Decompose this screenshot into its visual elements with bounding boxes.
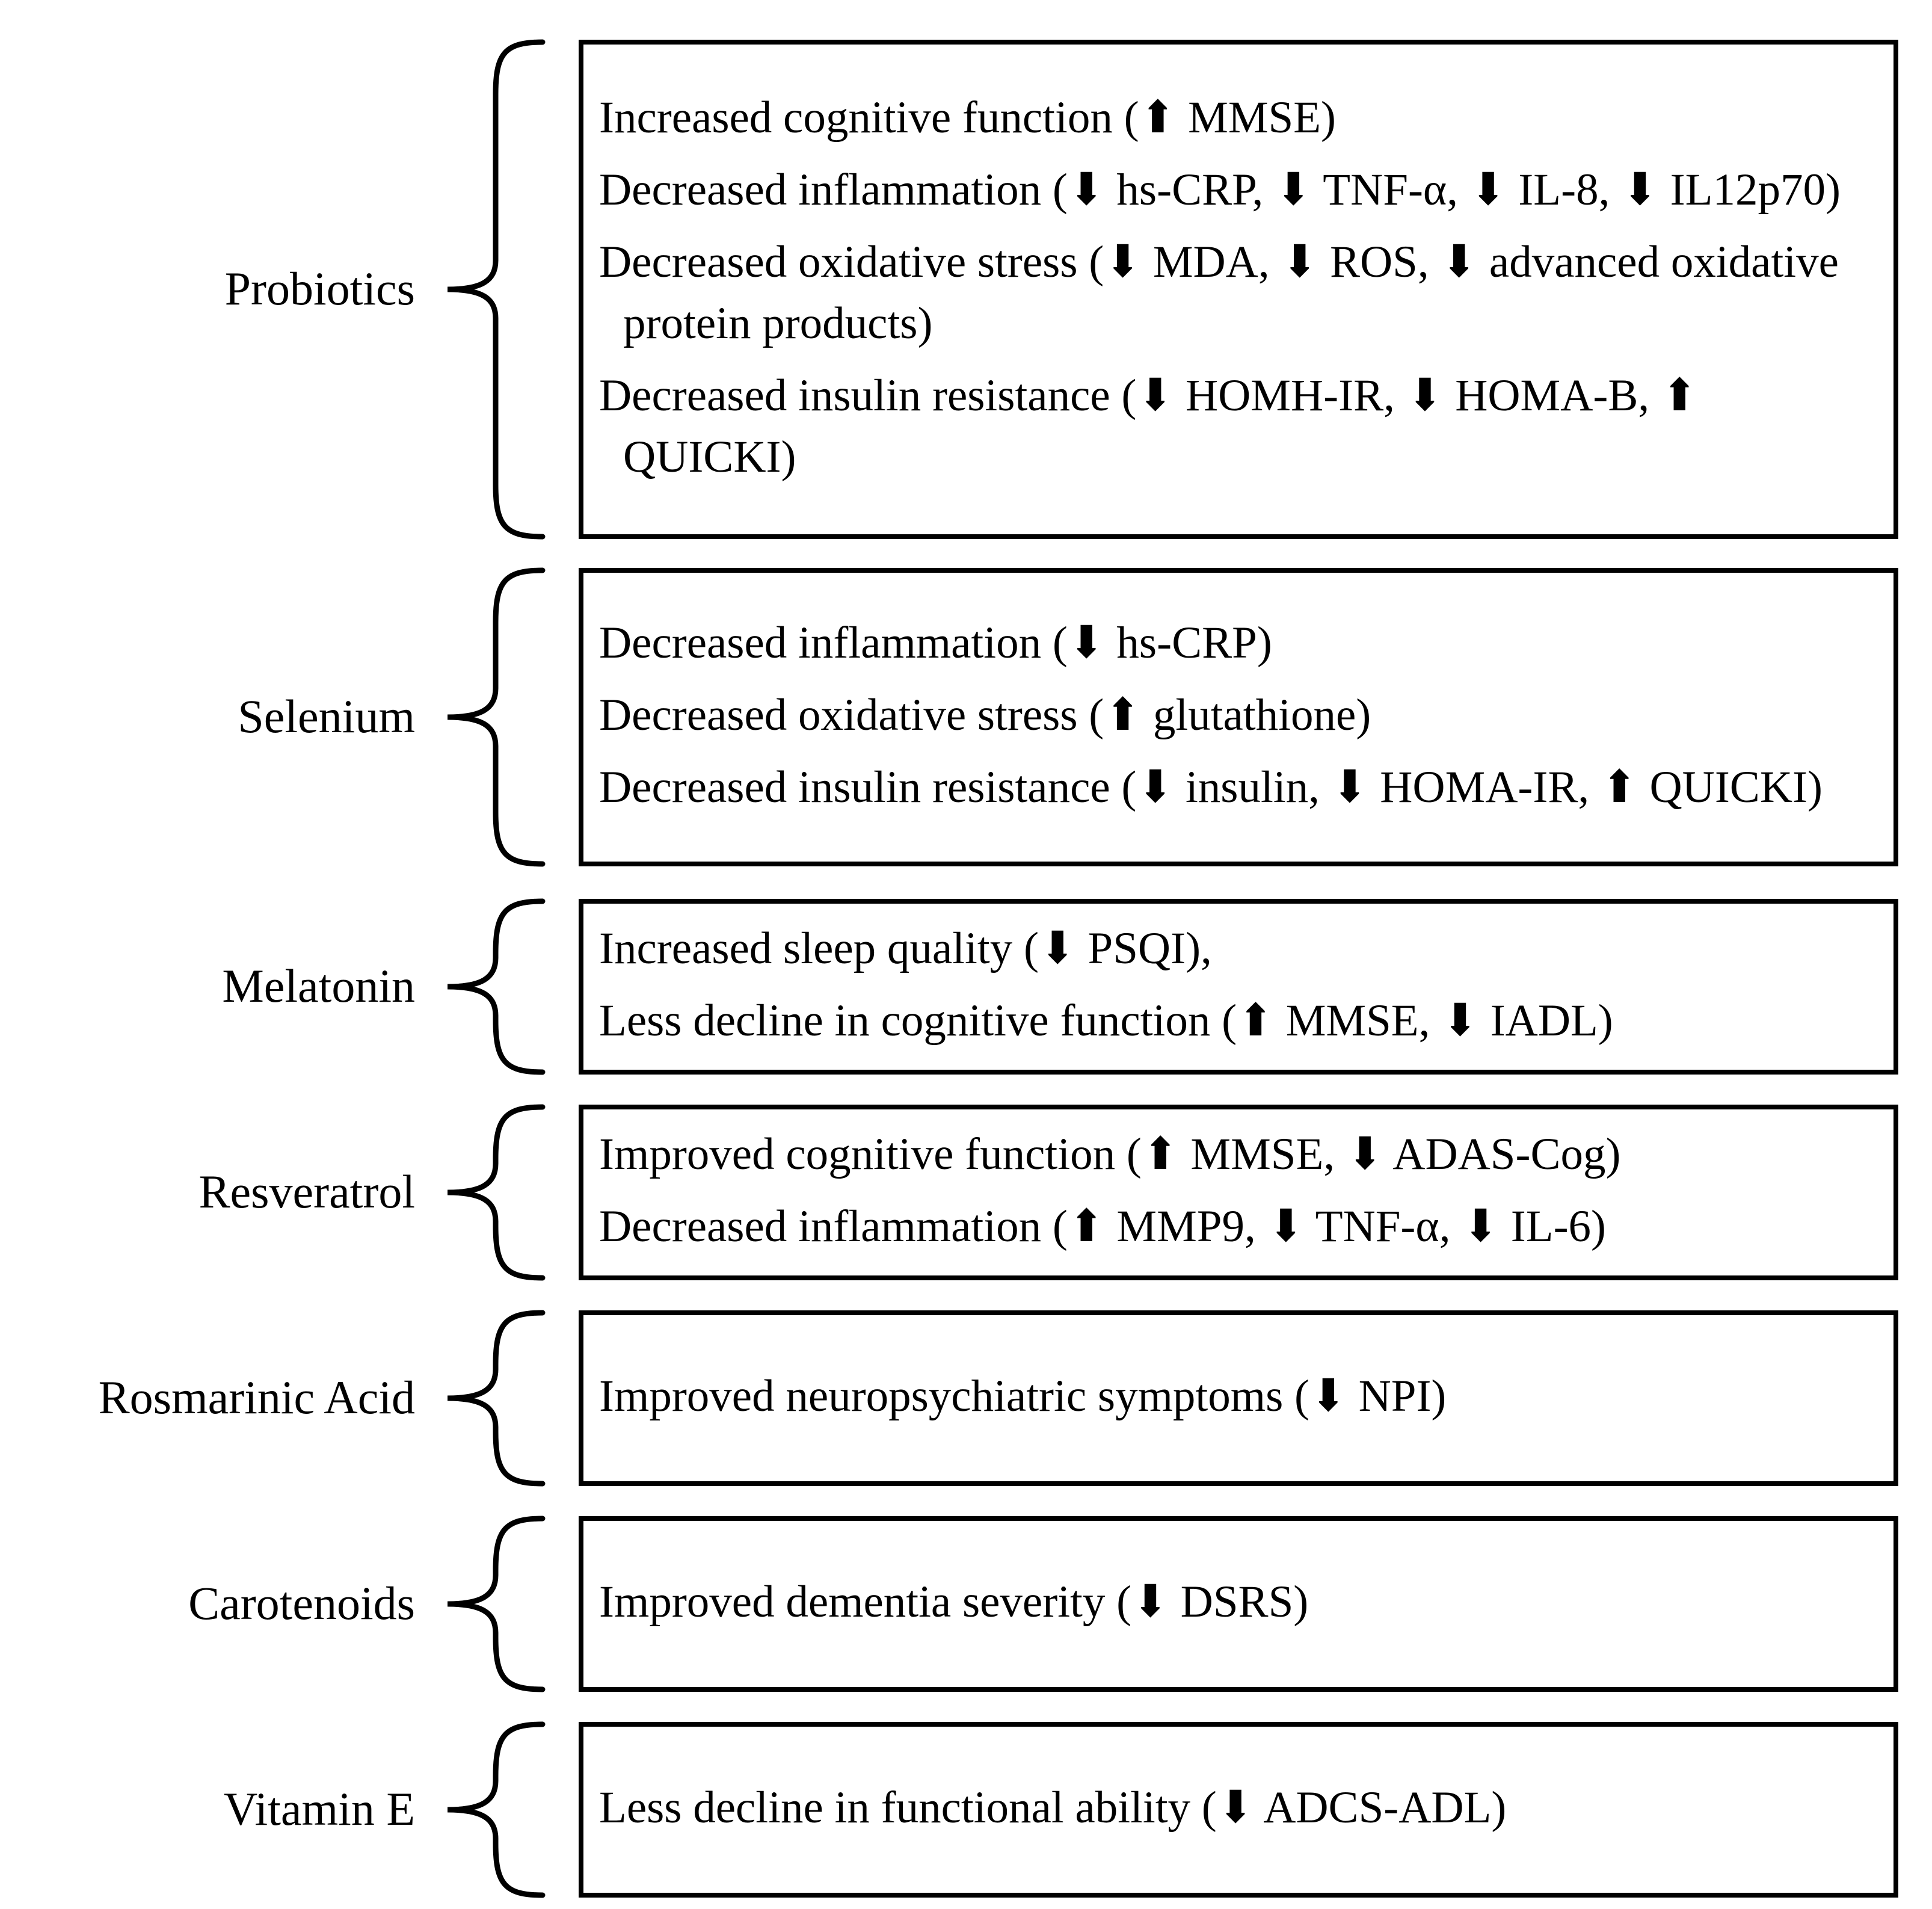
effect-text: Improved neuropsychiatric symptoms (⬇ NP… — [599, 1371, 1447, 1421]
effect-text: Less decline in cognitive function (⬆ MM… — [599, 996, 1613, 1046]
group-label: Rosmarinic Acid — [98, 1371, 415, 1423]
effect-item: Decreased oxidative stress (⬇ MDA, ⬇ ROS… — [599, 232, 1879, 354]
effect-text: Decreased oxidative stress (⬇ MDA, ⬇ ROS… — [599, 237, 1850, 348]
curly-brace-icon — [447, 39, 546, 540]
effects-box: Increased sleep quality (⬇ PSQI), Less de… — [579, 899, 1898, 1075]
curly-brace-icon — [447, 1104, 546, 1281]
effect-item: Improved cognitive function (⬆ MMSE, ⬇ A… — [599, 1124, 1879, 1185]
effect-text: Improved dementia severity (⬇ DSRS) — [599, 1577, 1309, 1627]
brace-path — [447, 1310, 546, 1487]
brace-path — [447, 898, 546, 1075]
effect-item: Decreased oxidative stress (⬆ glutathion… — [599, 685, 1879, 746]
curly-brace-icon — [447, 898, 546, 1075]
effects-box: Improved dementia severity (⬇ DSRS) — [579, 1516, 1898, 1692]
effect-text: Improved cognitive function (⬆ MMSE, ⬇ A… — [599, 1129, 1621, 1179]
effect-item: Decreased inflammation (⬆ MMP9, ⬇ TNF-α,… — [599, 1196, 1879, 1257]
effects-box: Less decline in functional ability (⬇ AD… — [579, 1722, 1898, 1898]
group-row: Resveratrol Improved cognitive function (… — [0, 1104, 1932, 1281]
brace-path — [447, 1516, 546, 1692]
group-label: Selenium — [238, 690, 415, 742]
effects-box: Improved neuropsychiatric symptoms (⬇ NP… — [579, 1310, 1898, 1486]
group-label: Carotenoids — [188, 1577, 415, 1629]
curly-brace-icon — [447, 1310, 546, 1487]
effect-item: Decreased inflammation (⬇ hs-CRP, ⬇ TNF-… — [599, 159, 1879, 221]
effect-text: Decreased insulin resistance (⬇ HOMH-IR,… — [599, 371, 1710, 482]
effect-text: Decreased oxidative stress (⬆ glutathion… — [599, 690, 1371, 740]
curly-brace-icon — [447, 1721, 546, 1898]
effect-item: Decreased insulin resistance (⬇ insulin,… — [599, 757, 1879, 818]
effect-text: Less decline in functional ability (⬇ AD… — [599, 1783, 1507, 1833]
group-label: Probiotics — [224, 262, 415, 315]
group-label: Resveratrol — [198, 1165, 415, 1218]
group-row: Melatonin Increased sleep quality (⬇ PSQI… — [0, 898, 1932, 1075]
effects-box: Decreased inflammation (⬇ hs-CRP) Decreas… — [579, 568, 1898, 866]
effect-text: Decreased inflammation (⬆ MMP9, ⬇ TNF-α,… — [599, 1201, 1607, 1251]
curly-brace-icon — [447, 1516, 546, 1692]
brace-path — [447, 1104, 546, 1281]
group-row: Rosmarinic Acid Improved neuropsychiatric… — [0, 1310, 1932, 1487]
group-label: Melatonin — [222, 960, 415, 1012]
group-row: Probiotics Increased cognitive function (… — [0, 39, 1932, 540]
effect-text: Decreased insulin resistance (⬇ insulin,… — [599, 762, 1823, 812]
brace-path — [447, 567, 546, 867]
group-row: Carotenoids Improved dementia severity (⬇… — [0, 1516, 1932, 1692]
effects-box: Improved cognitive function (⬆ MMSE, ⬇ A… — [579, 1105, 1898, 1280]
curly-brace-icon — [447, 567, 546, 867]
effect-item: Less decline in functional ability (⬇ AD… — [599, 1777, 1879, 1839]
effect-item: Decreased insulin resistance (⬇ HOMH-IR,… — [599, 365, 1879, 488]
effect-item: Increased cognitive function (⬆ MMSE) — [599, 87, 1879, 149]
group-label: Vitamin E — [223, 1783, 415, 1835]
effect-item: Improved dementia severity (⬇ DSRS) — [599, 1571, 1879, 1633]
effect-item: Less decline in cognitive function (⬆ MM… — [599, 990, 1879, 1052]
effect-text: Increased cognitive function (⬆ MMSE) — [599, 93, 1337, 143]
effects-box: Increased cognitive function (⬆ MMSE) Dec… — [579, 40, 1898, 539]
group-row: Vitamin E Less decline in functional abil… — [0, 1721, 1932, 1898]
effect-text: Decreased inflammation (⬇ hs-CRP) — [599, 618, 1272, 668]
group-row: Selenium Decreased inflammation (⬇ hs-CRP… — [0, 567, 1932, 867]
effect-item: Increased sleep quality (⬇ PSQI), — [599, 918, 1879, 979]
effect-item: Improved neuropsychiatric symptoms (⬇ NP… — [599, 1366, 1879, 1427]
effect-item: Decreased inflammation (⬇ hs-CRP) — [599, 612, 1879, 674]
effect-text: Increased sleep quality (⬇ PSQI), — [599, 924, 1212, 973]
brace-path — [447, 39, 546, 540]
brace-path — [447, 1721, 546, 1898]
effect-text: Decreased inflammation (⬇ hs-CRP, ⬇ TNF-… — [599, 165, 1841, 215]
